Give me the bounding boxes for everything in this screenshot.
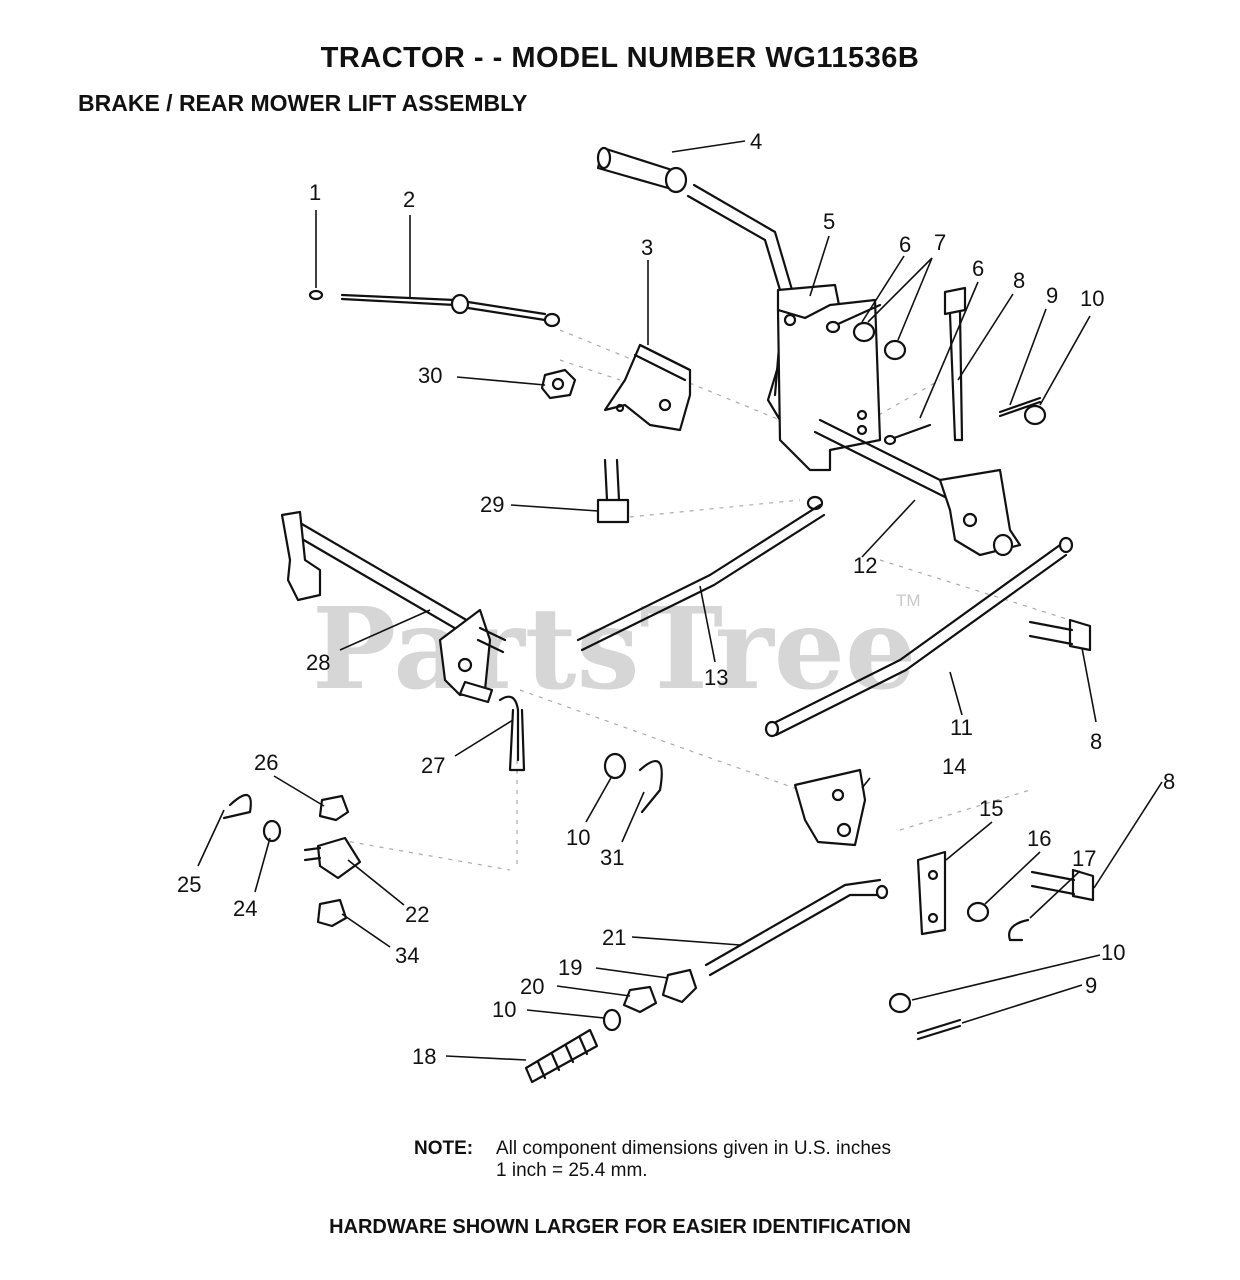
part-22-24-25-26-34-hardware[interactable]: [222, 794, 362, 928]
callout-18: 18: [412, 1044, 436, 1069]
part-11-link-rod[interactable]: [764, 536, 1074, 738]
part-18-19-20-spring-nuts[interactable]: [524, 968, 698, 1084]
callout-25: 25: [177, 872, 201, 897]
callout-20: 20: [520, 974, 544, 999]
callout-6a: 6: [899, 232, 911, 257]
callout-7: 7: [934, 230, 946, 255]
callout-12: 12: [853, 553, 877, 578]
callout-8a: 8: [1013, 268, 1025, 293]
callout-9b: 9: [1085, 973, 1097, 998]
part-2-brake-rod[interactable]: [340, 293, 561, 328]
part-27-eye-bolt[interactable]: [498, 695, 526, 772]
callout-22: 22: [405, 902, 429, 927]
callout-31: 31: [600, 845, 624, 870]
callout-30: 30: [418, 363, 442, 388]
page-title: TRACTOR - - MODEL NUMBER WG11536B: [320, 42, 920, 74]
callout-6b: 6: [972, 256, 984, 281]
part-13-link-rod[interactable]: [576, 495, 826, 652]
callout-numbers: 1 2 3 4 5 6 7 6 8 9 10 30 29 12 28 13 11…: [177, 129, 1175, 1069]
hardware-footer-note: HARDWARE SHOWN LARGER FOR EASIER IDENTIF…: [329, 1216, 911, 1238]
watermark-tm: TM: [896, 591, 921, 610]
part-10-31-washer-clip[interactable]: [603, 752, 663, 814]
callout-11: 11: [950, 715, 973, 740]
callout-13: 13: [704, 665, 728, 690]
callout-27: 27: [421, 753, 445, 778]
note-line-1: All component dimensions given in U.S. i…: [496, 1138, 891, 1159]
callout-8b: 8: [1090, 729, 1102, 754]
leader-lines: [197, 140, 1163, 1061]
callout-2: 2: [403, 187, 415, 212]
callout-10a: 10: [1080, 286, 1104, 311]
callout-24: 24: [233, 896, 257, 921]
part-4-handle-grip[interactable]: [596, 146, 688, 194]
part-30-nut[interactable]: [540, 368, 577, 400]
callout-29: 29: [480, 492, 504, 517]
callout-34: 34: [395, 943, 419, 968]
part-9-10-bottom-cotter-washer[interactable]: [888, 992, 962, 1041]
part-14-bracket[interactable]: [793, 768, 867, 847]
callout-16: 16: [1027, 826, 1051, 851]
callout-9a: 9: [1046, 283, 1058, 308]
callout-1: 1: [309, 180, 321, 205]
dimension-note: NOTE: All component dimensions given in U…: [414, 1138, 891, 1182]
callout-19: 19: [558, 955, 582, 980]
callout-4: 4: [750, 129, 762, 154]
callout-15: 15: [979, 796, 1003, 821]
part-28-lift-shaft[interactable]: [280, 510, 507, 704]
note-label: NOTE:: [414, 1138, 474, 1159]
callout-3: 3: [641, 235, 653, 260]
part-21-brake-rod[interactable]: [704, 878, 889, 977]
part-15-16-17-plate-washer-clip[interactable]: [916, 850, 1030, 942]
part-5-lift-lever[interactable]: [686, 183, 882, 472]
callout-8c: 8: [1163, 769, 1175, 794]
note-line-2: 1 inch = 25.4 mm.: [496, 1160, 648, 1181]
callout-5: 5: [823, 209, 835, 234]
callout-28: 28: [306, 650, 330, 675]
callout-17: 17: [1072, 846, 1096, 871]
callout-14: 14: [942, 754, 966, 779]
part-3-bracket[interactable]: [603, 343, 692, 432]
callout-10d: 10: [1101, 940, 1125, 965]
watermark: PartsTree: [312, 584, 916, 715]
part-1-pin[interactable]: [308, 289, 324, 301]
callout-10c: 10: [492, 997, 516, 1022]
assembly-subtitle: BRAKE / REAR MOWER LIFT ASSEMBLY: [78, 90, 528, 116]
callout-10b: 10: [566, 825, 590, 850]
part-8-bolts[interactable]: [943, 286, 1095, 902]
assembly-guide-lines: [339, 329, 1071, 871]
callout-26: 26: [254, 750, 278, 775]
part-29-bolt[interactable]: [596, 458, 630, 524]
part-6-7-washers[interactable]: [825, 303, 932, 446]
part-9-10-cotter-washer[interactable]: [998, 396, 1047, 426]
callout-21: 21: [602, 925, 626, 950]
part-12-lever-shaft[interactable]: [813, 418, 1022, 557]
